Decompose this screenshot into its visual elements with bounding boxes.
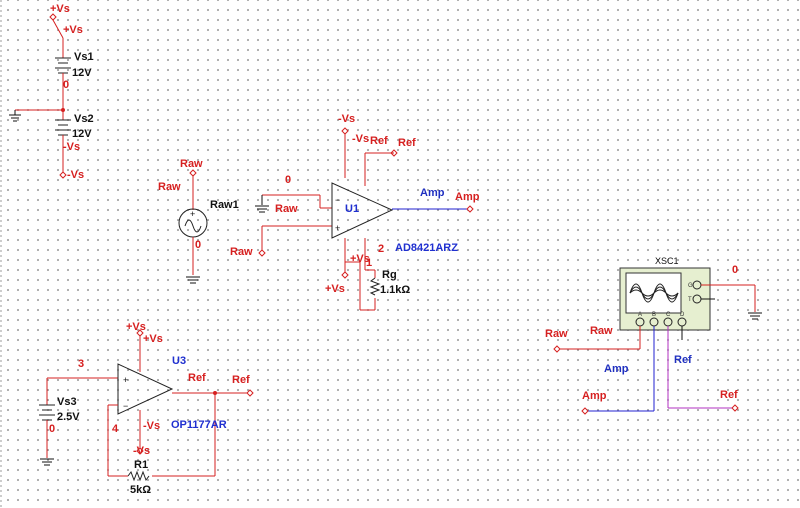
net-flag-ref-u3 (246, 389, 254, 397)
net-flag-ref-xsc1 (731, 404, 739, 412)
svg-text:−: − (335, 195, 340, 205)
net-label-ref-xsc1: Ref (674, 354, 692, 366)
rg-name: Rg (382, 269, 397, 281)
sine-wave-icon (184, 219, 202, 233)
vs1-value: 12V (72, 67, 92, 79)
net-label-pos-vs-u3: +Vs (126, 321, 146, 333)
net-label-raw-xsc1-b: Raw (590, 325, 613, 337)
u3-part: OP1177AR (171, 419, 227, 431)
battery-vs3-symbol (39, 404, 55, 421)
net-flag-neg-vs-bottom (59, 171, 67, 179)
net-label-amp-xsc1: Amp (604, 363, 629, 375)
power-supply-vs1-vs2[interactable] (9, 13, 71, 179)
vs2-name: Vs2 (74, 113, 94, 125)
net-label-pos-vs-u1-b: +Vs (325, 283, 345, 295)
net-flag-neg-vs-u1 (341, 127, 349, 135)
net-flag-amp-u1 (466, 205, 474, 213)
battery-vs1-symbol (55, 57, 71, 74)
svg-text:+: + (123, 375, 128, 385)
resistor-rg-symbol (369, 277, 381, 296)
svg-text:+: + (335, 223, 340, 233)
net-flag-neg-vs-u3 (136, 447, 144, 455)
ground-symbol-xsc1 (748, 312, 762, 320)
net-flag-pos-vs-u1 (341, 271, 349, 279)
ground-symbol (9, 110, 21, 122)
net-label-pos-vs-u1: +Vs (350, 253, 370, 265)
net-label-gnd-raw1: 0 (195, 239, 201, 251)
signal-source-raw1[interactable]: + (178, 169, 208, 284)
net-label-ref-u1-b: Ref (398, 137, 416, 149)
ground-symbol-u3 (40, 458, 54, 466)
net-flag-raw-u1 (258, 249, 266, 257)
net-label-raw-xsc1: Raw (545, 328, 568, 340)
net-label-raw-u1: Raw (275, 203, 298, 215)
net-label-ref-u1: Ref (370, 135, 388, 147)
net-label-raw-source-b: Raw (158, 181, 181, 193)
net-label-pos-vs-b: +Vs (63, 24, 83, 36)
vs2-value: 12V (72, 128, 92, 140)
net-label-gnd-u1: 0 (285, 174, 291, 186)
u3-name: U3 (172, 355, 186, 367)
opamp-u3-triangle (117, 363, 174, 415)
vs3-name: Vs3 (57, 396, 77, 408)
instrumentation-amp-u1[interactable]: − + (255, 127, 474, 311)
u1-part: AD8421ARZ (395, 242, 458, 254)
net-label-n2: 2 (378, 243, 384, 255)
net-flag-amp-xsc1 (581, 407, 589, 415)
net-label-pos-vs-a: +Vs (50, 3, 70, 15)
net-label-ref-u3-b: Ref (232, 374, 250, 386)
net-label-raw-source: Raw (180, 158, 203, 170)
net-label-neg-vs-a: -Vs (63, 141, 80, 153)
net-label-neg-vs-u3-b: -Vs (133, 445, 150, 457)
net-label-n1: 1 (366, 257, 372, 269)
pin-label-b: B (652, 312, 656, 318)
reference-buffer-u3[interactable]: + − (39, 329, 254, 482)
net-label-amp-u1-b: Amp (455, 191, 480, 203)
pin-label-d: D (680, 312, 685, 318)
net-label-neg-vs-u1: -Vs (338, 113, 355, 125)
net-label-gnd-u3: 0 (49, 423, 55, 435)
net-label-amp-xsc1-b: Amp (582, 390, 607, 402)
svg-text:−: − (123, 401, 128, 411)
pin-label-a: A (638, 312, 642, 318)
net-label-raw-u1-b: Raw (230, 246, 253, 258)
rg-value: 1.1kΩ (380, 284, 410, 296)
pin-label-c: C (666, 312, 671, 318)
battery-vs2-symbol (55, 119, 71, 136)
ground-symbol-raw1 (186, 276, 200, 284)
net-flag-raw-source (189, 169, 197, 177)
resistor-r1-symbol (127, 470, 150, 482)
oscilloscope-xsc1[interactable]: G T A B C D (553, 267, 762, 415)
raw1-name: Raw1 (210, 199, 239, 211)
svg-text:+: + (190, 209, 195, 219)
net-label-n4: 4 (112, 423, 119, 435)
ground-symbol-u1 (255, 195, 269, 213)
net-flag-raw-xsc1 (553, 345, 561, 353)
net-label-gnd-supply: 0 (63, 79, 69, 91)
net-label-gnd-xsc1: 0 (732, 264, 738, 276)
net-label-n3: 3 (78, 358, 84, 370)
net-label-pos-vs-u3-b: +Vs (143, 333, 163, 345)
net-label-neg-vs-b: -Vs (67, 169, 84, 181)
xsc1-name: XSC1 (655, 256, 679, 266)
net-label-ref-u3: Ref (188, 372, 206, 384)
r1-name: R1 (134, 459, 148, 471)
r1-value: 5kΩ (130, 484, 151, 496)
vs3-value: 2.5V (57, 411, 80, 423)
u1-name: U1 (345, 203, 359, 215)
net-label-neg-vs-u3: -Vs (143, 420, 160, 432)
net-label-amp-u1: Amp (420, 187, 445, 199)
vs1-name: Vs1 (74, 51, 94, 63)
pin-label-g: G (688, 283, 693, 289)
opamp-u1-triangle (331, 182, 394, 239)
net-label-neg-vs-u1-b: -Vs (352, 133, 369, 145)
pin-label-t: T (688, 297, 692, 303)
net-label-ref-xsc1-b: Ref (720, 389, 738, 401)
